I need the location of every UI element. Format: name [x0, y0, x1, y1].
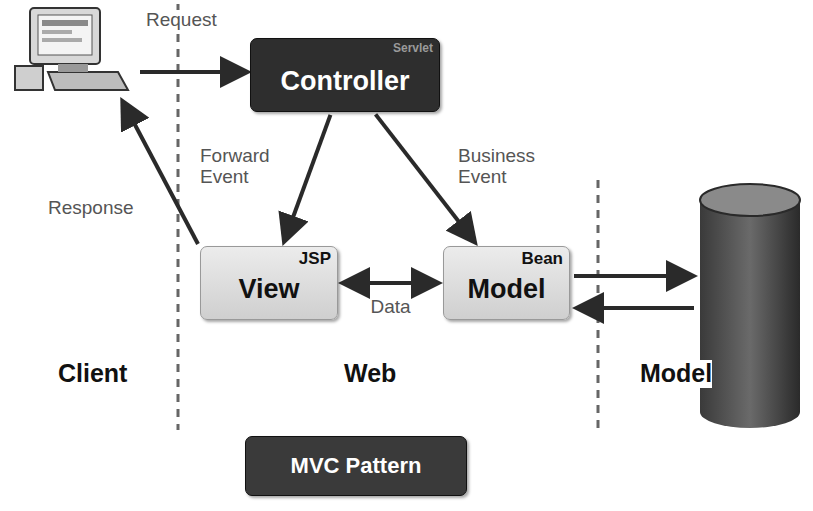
database-cylinder: [700, 184, 800, 428]
edge-label: Forward Event: [200, 146, 290, 188]
component-box: ServletController: [250, 38, 440, 112]
box-title: Model: [468, 275, 546, 305]
request-arrow: [140, 70, 244, 74]
region-label: Web: [344, 360, 396, 388]
response-arrow: [124, 104, 198, 244]
component-box: JSPView: [200, 246, 338, 320]
db-arrow: [580, 306, 694, 310]
stereotype-label: Bean: [521, 250, 563, 269]
box-title: View: [238, 275, 299, 305]
flow-label: Response: [48, 198, 134, 219]
separator: [597, 180, 600, 430]
stereotype-label: Servlet: [393, 42, 433, 55]
separator: [177, 4, 180, 430]
box-title: Controller: [280, 67, 409, 97]
component-box: BeanModel: [443, 246, 570, 320]
db-arrow: [574, 274, 690, 278]
computer-icon: [15, 8, 128, 90]
title-box: MVC Pattern: [245, 436, 467, 496]
region-label: Client: [58, 360, 127, 388]
flow-label: Request: [146, 10, 217, 31]
region-label: Model: [640, 360, 712, 388]
box-title: MVC Pattern: [291, 454, 422, 478]
edge-label: Business Event: [458, 146, 548, 188]
stereotype-label: JSP: [299, 250, 331, 269]
edge-label: Data: [370, 297, 410, 318]
connector-arrow: [346, 281, 435, 285]
connector-arrow: [285, 115, 330, 239]
